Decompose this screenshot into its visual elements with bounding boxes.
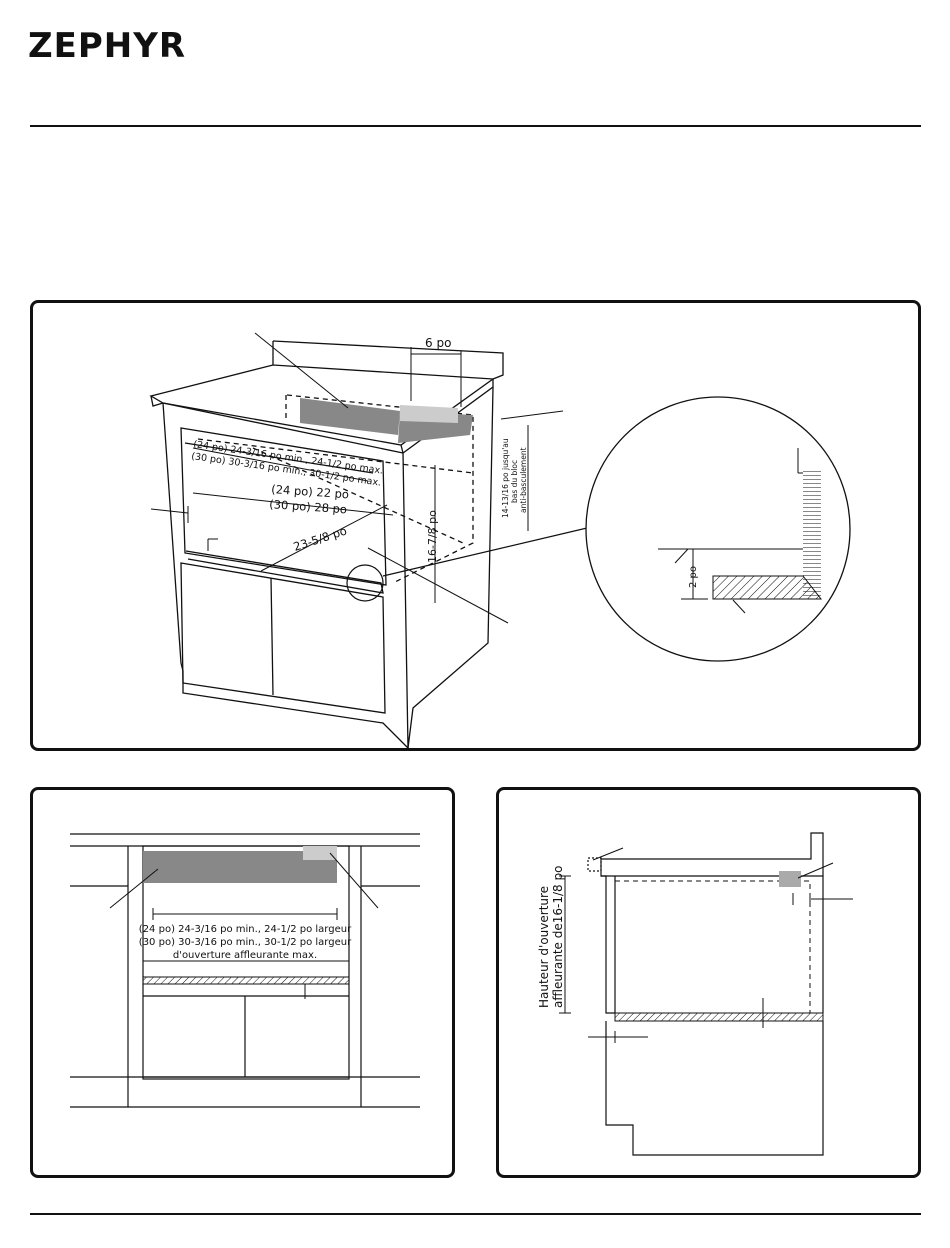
front-width-24-label: (24 po) 24-3/16 po min., 24-1/2 po large…: [139, 924, 352, 935]
cabinet-diagram: 6 po (24 po) 24-3/16 po min., 24-1/2 po …: [149, 332, 851, 749]
side-view-diagram: Hauteur d'ouverture affleurante de16-1/8…: [537, 832, 853, 1156]
front-width-30-label: (30 po) 30-3/16 po min., 30-1/2 po large…: [139, 937, 352, 948]
zephyr-logo: ZEPHYR: [28, 26, 187, 66]
dim-6-label: 6 po: [425, 336, 451, 350]
top-divider: [30, 125, 921, 127]
dim-height-label: 16-7/8 po: [426, 510, 439, 563]
antitip-label-2: bas du bloc: [510, 460, 519, 503]
detail-2-label: 2 po: [688, 566, 699, 588]
bottom-divider: [30, 1213, 921, 1215]
dim-24-depth-label: (24 po) 22 po: [271, 482, 350, 501]
antitip-label-1: 14-13/16 po jusqu'au: [501, 438, 510, 518]
dim-depth-label: 23-5/8 po: [292, 523, 349, 553]
front-width-note-label: d'ouverture affleurante max.: [173, 950, 317, 961]
front-view-panel: (24 po) 24-3/16 po min., 24-1/2 po large…: [30, 787, 455, 1178]
side-view-panel: Hauteur d'ouverture affleurante de16-1/8…: [496, 787, 921, 1178]
side-height-label-2: affleurante de16-1/8 po: [551, 866, 565, 1008]
front-view-diagram: (24 po) 24-3/16 po min., 24-1/2 po large…: [70, 833, 420, 1108]
cabinet-installation-panel: 6 po (24 po) 24-3/16 po min., 24-1/2 po …: [30, 300, 921, 751]
side-height-label-1: Hauteur d'ouverture: [537, 886, 551, 1008]
dim-30-depth-label: (30 po) 28 po: [269, 497, 348, 516]
antitip-label-3: anti-basculement: [519, 447, 528, 513]
